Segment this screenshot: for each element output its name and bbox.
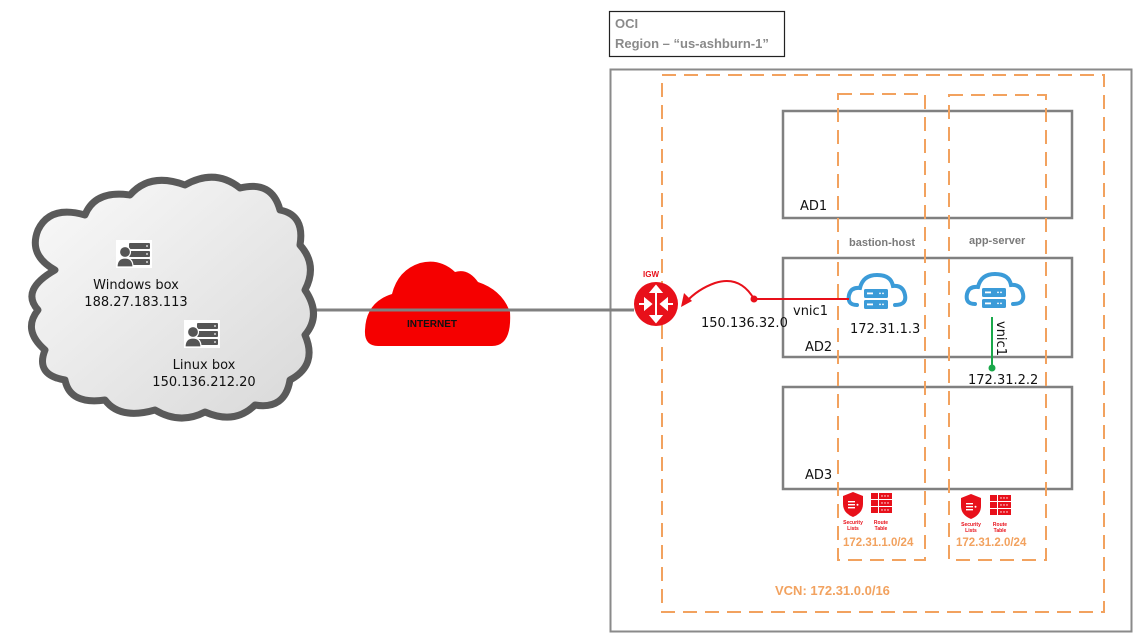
linux-box-host[interactable]: Linux box 150.136.212.20 bbox=[152, 319, 256, 390]
windows-box-ip: 188.27.183.113 bbox=[84, 295, 187, 310]
subnet-1-security-list[interactable]: Security Lists bbox=[843, 492, 863, 532]
availability-domain-ad1: AD1 bbox=[781, 109, 1074, 220]
region-label-box: OCI Region – “us-ashburn-1” bbox=[608, 10, 786, 58]
subnet-1-cidr: 172.31.1.0/24 bbox=[843, 537, 914, 549]
svg-text:Security: Security bbox=[961, 522, 981, 528]
linux-box-ip: 150.136.212.20 bbox=[152, 375, 255, 390]
route-table-icon bbox=[990, 495, 1011, 515]
subnet-boundary-1 bbox=[837, 93, 926, 561]
region-label: Region – “us-ashburn-1” bbox=[615, 36, 769, 51]
svg-text:Table: Table bbox=[875, 526, 888, 532]
arrow-head-icon bbox=[681, 293, 692, 307]
server-user-icon bbox=[183, 319, 221, 349]
linux-box-name: Linux box bbox=[173, 358, 236, 373]
availability-domain-ad3: AD3 bbox=[781, 385, 1074, 491]
app-private-ip: 172.31.2.2 bbox=[968, 373, 1038, 388]
windows-box-name: Windows box bbox=[93, 278, 179, 293]
subnet-2-cidr: 172.31.2.0/24 bbox=[956, 537, 1027, 549]
region-boundary bbox=[609, 68, 1133, 633]
internet-label: INTERNET bbox=[407, 319, 457, 330]
app-vnic-label: vnic1 bbox=[993, 321, 1008, 356]
subnet-1-route-table[interactable]: Route Table bbox=[871, 493, 892, 532]
on-premise-network-cloud bbox=[27, 173, 317, 422]
svg-text:Table: Table bbox=[994, 528, 1007, 534]
igw-label: IGW bbox=[643, 270, 659, 279]
security-list-icon bbox=[961, 494, 981, 519]
subnet-2-security-list[interactable]: Security Lists bbox=[961, 494, 981, 534]
subnet-2-route-table[interactable]: Route Table bbox=[990, 495, 1011, 534]
svg-text:Security: Security bbox=[843, 520, 863, 526]
bastion-private-ip: 172.31.1.3 bbox=[850, 322, 920, 337]
igw-public-ip: 150.136.32.0 bbox=[701, 316, 788, 331]
internet-cloud: INTERNET bbox=[360, 261, 515, 346]
vcn-boundary bbox=[661, 74, 1105, 613]
bastion-vnic-label: vnic1 bbox=[793, 304, 828, 319]
bastion-host-label: bastion-host bbox=[849, 237, 915, 249]
internet-gateway[interactable]: IGW bbox=[634, 270, 678, 326]
route-table-icon bbox=[871, 493, 892, 513]
svg-text:Lists: Lists bbox=[847, 526, 859, 532]
ad-label: AD2 bbox=[805, 340, 832, 355]
server-user-icon bbox=[115, 239, 153, 269]
ad-label: AD1 bbox=[800, 199, 827, 214]
svg-text:Route: Route bbox=[874, 520, 888, 526]
svg-text:Route: Route bbox=[993, 522, 1007, 528]
svg-text:Lists: Lists bbox=[965, 528, 977, 534]
bastion-vnic-connection bbox=[681, 280, 849, 307]
provider-label: OCI bbox=[615, 16, 638, 31]
security-list-icon bbox=[843, 492, 863, 517]
app-vnic-connection bbox=[988, 317, 996, 372]
vcn-label: VCN: 172.31.0.0/16 bbox=[775, 583, 890, 598]
subnet-boundary-2 bbox=[948, 94, 1047, 561]
ad-label: AD3 bbox=[805, 468, 832, 483]
app-server-label: app-server bbox=[969, 235, 1026, 247]
windows-box-host[interactable]: Windows box 188.27.183.113 bbox=[84, 239, 188, 310]
availability-domain-ad2: AD2 bbox=[781, 256, 1074, 359]
